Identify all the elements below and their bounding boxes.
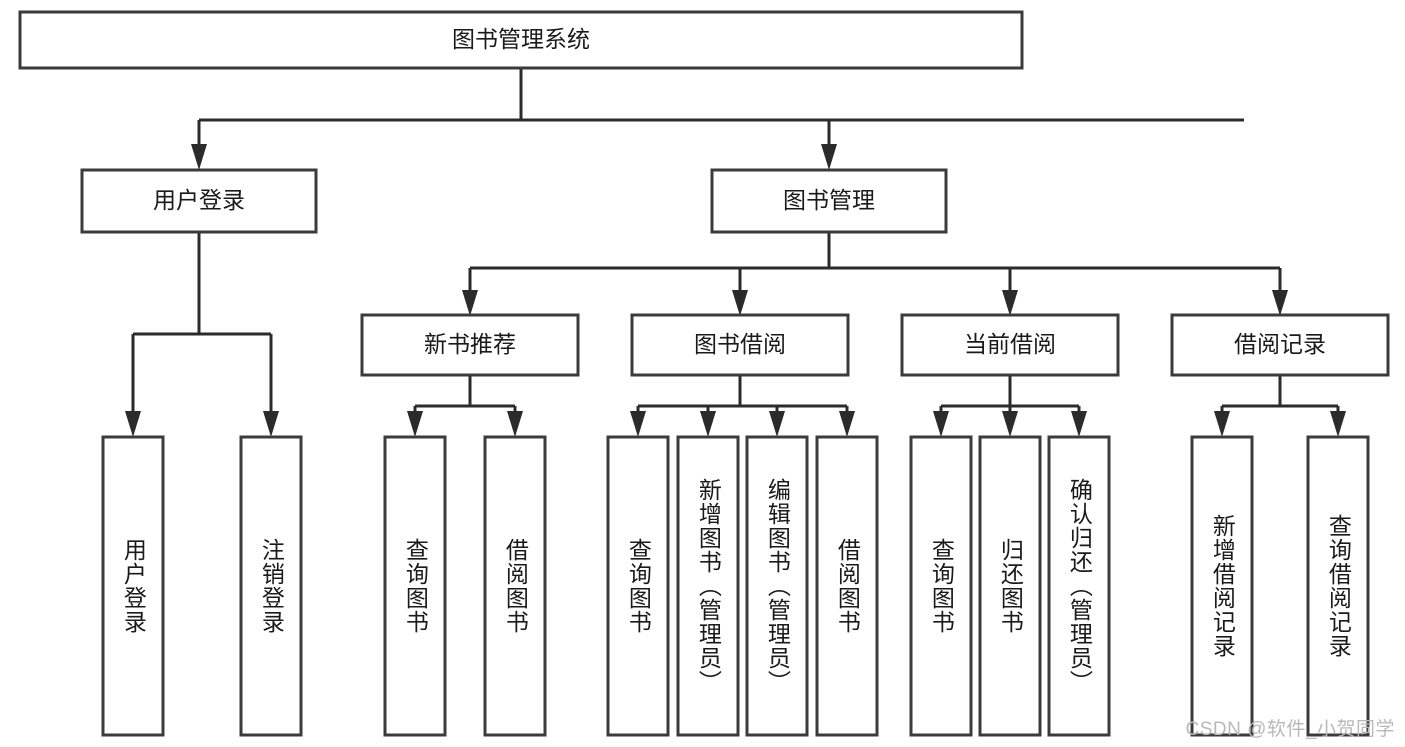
node-user-login[interactable] [80,168,318,234]
node-current-borrow-label: 当前借阅 [964,331,1056,357]
leaf-box-user-login[interactable] [101,435,165,737]
connector-current-borrow-to-leaves [933,375,1087,437]
leaf-box-borrow-book-recommend[interactable] [483,435,547,737]
leaf-box-add-book-admin[interactable] [676,435,740,737]
leaf-box-query-borrow-record[interactable] [1306,435,1370,737]
node-root[interactable] [18,10,1024,70]
connector-new-book-to-leaves [407,375,523,437]
node-new-book-recommend[interactable] [360,313,580,377]
node-borrow-records-label: 借阅记录 [1234,331,1326,357]
node-user-login-label: 用户登录 [153,187,245,213]
node-new-book-recommend-label: 新书推荐 [424,331,516,357]
connector-records-to-leaves [1214,375,1346,437]
leaf-box-return-book[interactable] [978,435,1042,737]
leaf-box-borrow-book[interactable] [815,435,879,737]
node-book-borrow-label: 图书借阅 [694,331,786,357]
connector-book-mgmt-to-level3 [462,232,1288,316]
leaf-box-edit-book-admin[interactable] [745,435,809,737]
node-borrow-records[interactable] [1170,313,1390,377]
leaf-box-confirm-return-admin[interactable] [1047,435,1111,737]
leaf-box-logout[interactable] [239,435,303,737]
connector-user-login-to-leaves [125,232,279,437]
leaf-box-query-book-borrow[interactable] [606,435,670,737]
node-book-management-label: 图书管理 [783,187,875,213]
node-root-label: 图书管理系统 [452,26,590,52]
node-current-borrow[interactable] [900,313,1120,377]
csdn-watermark: CSDN @软件_小贺同学 [1185,719,1395,740]
connector-root-to-level2 [191,68,1244,170]
connector-borrow-to-leaves [630,375,855,437]
leaf-box-query-book-recommend[interactable] [383,435,447,737]
leaf-box-query-book-current[interactable] [909,435,973,737]
node-book-borrow[interactable] [630,313,850,377]
leaf-box-add-borrow-record[interactable] [1190,435,1254,737]
node-book-management[interactable] [710,168,948,234]
